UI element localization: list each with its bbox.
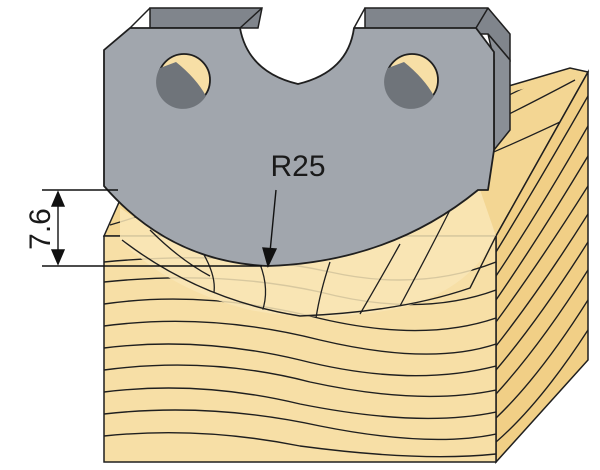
cutter-knife [103,7,511,267]
cove-outline [121,235,497,317]
radius-label: R25 [270,150,325,183]
radius-leader [262,189,278,269]
right-mount-hole [384,53,439,109]
left-mount-hole [156,53,211,109]
depth-label: 7.6 [24,208,57,250]
depth-dimension [42,189,262,267]
side-grain [496,95,588,443]
